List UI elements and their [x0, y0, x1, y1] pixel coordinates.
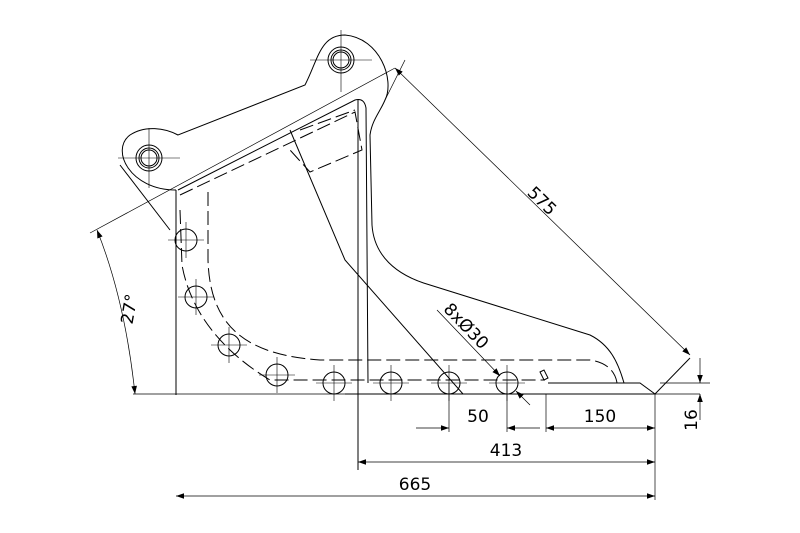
dim-50-label: 50 — [467, 407, 489, 427]
bucket-outline — [119, 34, 691, 470]
hole-centerline — [316, 365, 352, 401]
dim-16-label: 16 — [682, 409, 702, 431]
dim-angle-label: 27° — [118, 293, 143, 326]
hole-centerline — [211, 327, 247, 363]
dimension-50: 50 — [416, 383, 540, 432]
dimension-665: 665 — [176, 394, 656, 500]
dimension-413: 413 — [358, 441, 655, 465]
dim-413-label: 413 — [490, 441, 522, 461]
dim-150-label: 150 — [584, 407, 616, 427]
hole-centerline — [259, 357, 295, 393]
dim-575-label: 575 — [523, 183, 560, 220]
dim-665-label: 665 — [399, 475, 431, 495]
holes-callout-label: 8xØ30 — [439, 299, 492, 353]
dimension-150: 150 — [545, 394, 655, 432]
hole-centerline — [168, 222, 204, 258]
dimension-angle-27: 27° — [89, 67, 396, 395]
hole-centerline — [373, 365, 409, 401]
dimension-16: 16 — [660, 358, 710, 431]
mounting-holes — [168, 222, 525, 401]
hinge-ear-right — [310, 30, 372, 92]
dimension-575: 575 — [384, 59, 691, 356]
hole-centerline — [178, 279, 214, 315]
hinge-ear-left — [118, 128, 180, 188]
